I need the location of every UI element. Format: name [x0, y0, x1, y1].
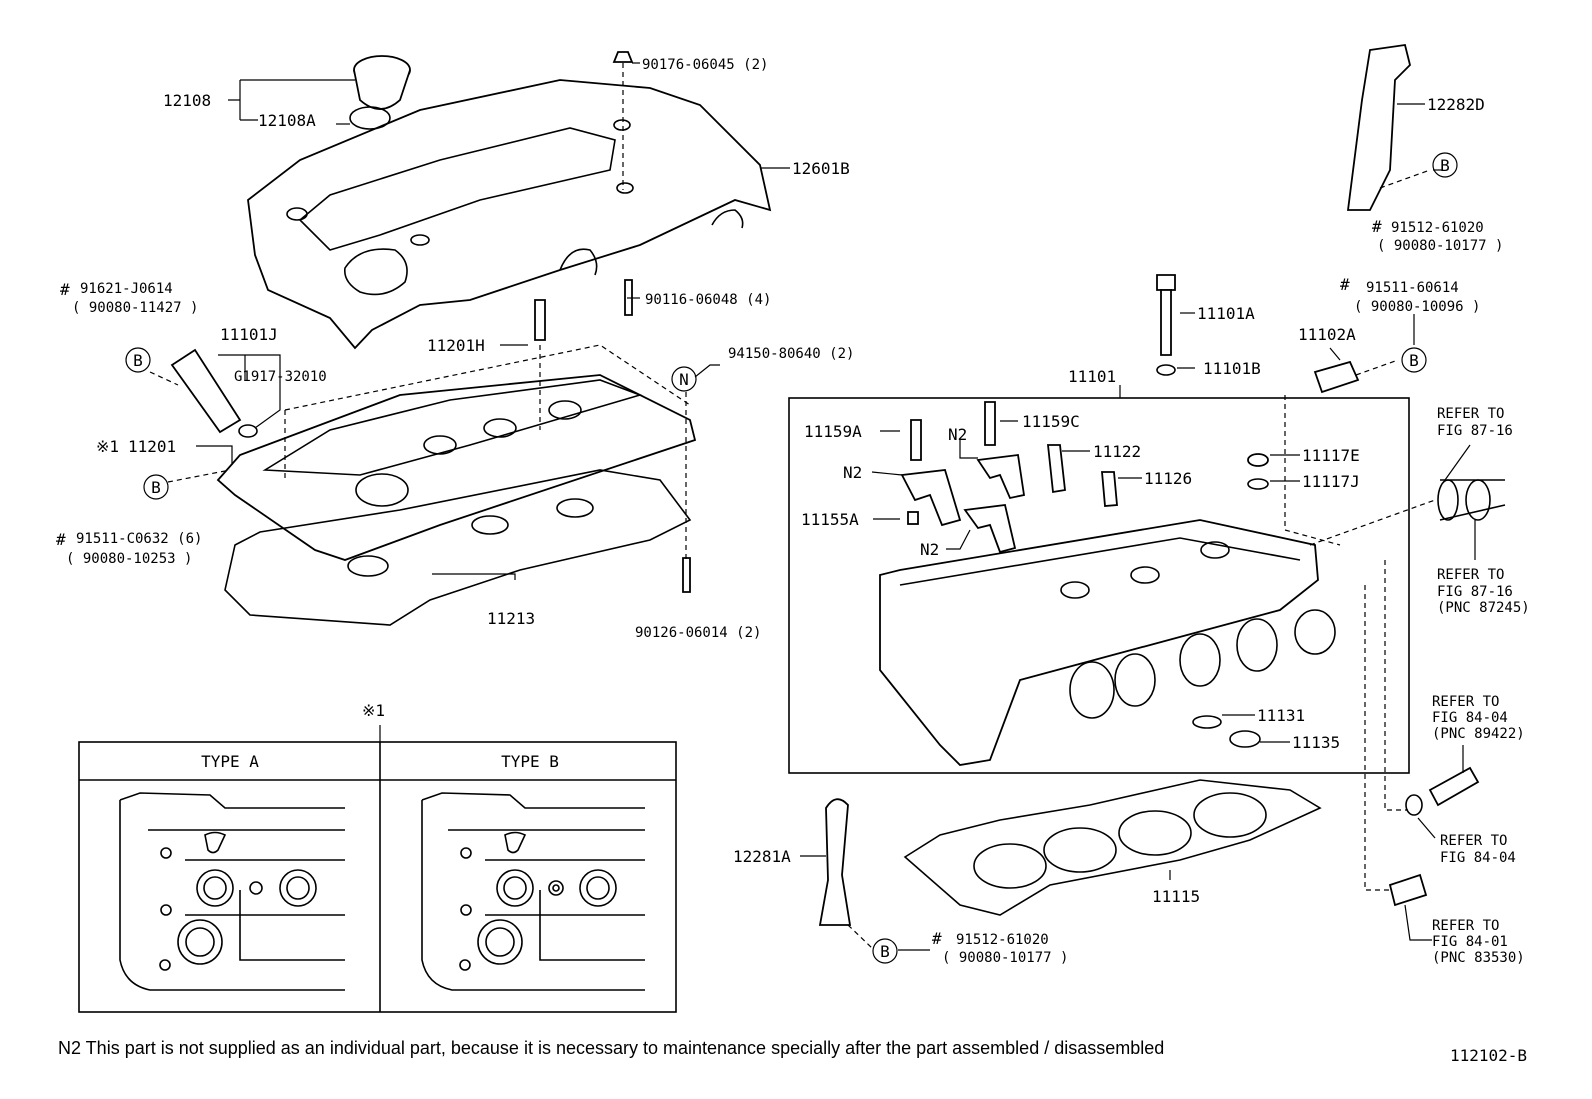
- label-11117e: 11117E: [1302, 446, 1360, 465]
- circled-marker-b-5: B: [872, 938, 898, 964]
- svg-text:B: B: [133, 351, 143, 370]
- svg-text:B: B: [151, 478, 161, 497]
- label-90116-06048: 90116-06048 (4): [645, 292, 771, 308]
- circled-marker-b-4: B: [143, 474, 169, 500]
- type-a-detail-illustration: [119, 792, 345, 991]
- figure-number: 112102-B: [1450, 1046, 1527, 1065]
- label-12108a: 12108A: [258, 111, 316, 130]
- circled-marker-b-2: B: [125, 347, 151, 373]
- circled-marker-b-1: B: [1432, 152, 1458, 178]
- refer-1-line-1: REFER TO: [1437, 406, 1504, 422]
- refer-3-line-2: FIG 84-04: [1432, 710, 1508, 726]
- label-11101a: 11101A: [1197, 304, 1255, 323]
- circled-marker-b-3: B: [1401, 347, 1427, 373]
- cylinder-head-small-parts: [900, 401, 1269, 748]
- label-90126-06014: 90126-06014 (2): [635, 625, 761, 641]
- label-11101: 11101: [1068, 367, 1116, 386]
- label-g1917-32010: G1917-32010: [234, 369, 327, 385]
- refer-1-line-2: FIG 87-16: [1437, 423, 1513, 439]
- refer-2-line-1: REFER TO: [1437, 567, 1504, 583]
- label-11159a: 11159A: [804, 422, 862, 441]
- refer-5-line-2: FIG 84-01: [1432, 934, 1508, 950]
- label-11201: 11201: [128, 437, 176, 456]
- hash-mark: #: [56, 530, 66, 549]
- cylinder-head-illustration: [879, 519, 1336, 766]
- label-11101b: 11101B: [1203, 359, 1261, 378]
- label-n2-3: N2: [920, 540, 939, 559]
- circled-marker-n: N: [671, 366, 697, 392]
- refer-parts-illustration: [1388, 479, 1506, 907]
- oil-control-valve-illustration: [170, 348, 258, 438]
- cam-sensor-illustration: [1313, 360, 1360, 394]
- label-11102a: 11102A: [1298, 325, 1356, 344]
- refer-labels: REFER TO FIG 87-16 REFER TO FIG 87-16 (P…: [1432, 406, 1530, 966]
- hash-mark: #: [1372, 217, 1382, 236]
- bolts-illustration: [534, 51, 1176, 593]
- refer-5-line-1: REFER TO: [1432, 918, 1499, 934]
- label-11101j: 11101J: [220, 325, 278, 344]
- label-11122: 11122: [1093, 442, 1141, 461]
- label-12281a: 12281A: [733, 847, 791, 866]
- refer-2-line-2: FIG 87-16: [1437, 584, 1513, 600]
- label-94150-80640: 94150-80640 (2): [728, 346, 854, 362]
- engine-cover-illustration: [247, 79, 772, 350]
- type-b-header: TYPE B: [501, 752, 559, 771]
- label-note-mark: ※1: [96, 437, 119, 456]
- leader-lines: [149, 62, 1476, 951]
- label-11159c: 11159C: [1022, 412, 1080, 431]
- svg-text:B: B: [880, 942, 890, 961]
- footnote: N2 This part is not supplied as an indiv…: [58, 1038, 1164, 1058]
- type-b-detail-illustration: [421, 792, 645, 991]
- label-n2-2: N2: [843, 463, 862, 482]
- label-90176-06045: 90176-06045 (2): [642, 57, 768, 73]
- oil-filler-cap-illustration: [349, 55, 411, 130]
- refer-4-line-2: FIG 84-04: [1440, 850, 1516, 866]
- svg-text:B: B: [1440, 156, 1450, 175]
- cylinder-head-cover-illustration: [216, 344, 697, 561]
- label-91621-j0614: 91621-J0614: [80, 281, 173, 297]
- svg-text:B: B: [1409, 351, 1419, 370]
- label-12282d: 12282D: [1427, 95, 1485, 114]
- label-90080-11427: ( 90080-11427 ): [72, 300, 198, 316]
- hash-mark: #: [932, 929, 942, 948]
- bracket-12282d-illustration: [1346, 43, 1411, 211]
- label-11135: 11135: [1292, 733, 1340, 752]
- label-91512-61020-top: 91512-61020: [1391, 220, 1484, 236]
- cylinder-head-assembly-box: [788, 397, 1410, 774]
- label-11115: 11115: [1152, 887, 1200, 906]
- refer-5-line-3: (PNC 83530): [1432, 950, 1525, 966]
- label-90080-10177-top: ( 90080-10177 ): [1377, 238, 1503, 254]
- label-n2-1: N2: [948, 425, 967, 444]
- refer-4-line-1: REFER TO: [1440, 833, 1507, 849]
- type-comparison-table: TYPE A TYPE B: [78, 741, 677, 1013]
- label-11155a: 11155A: [801, 510, 859, 529]
- head-cover-gasket-illustration: [224, 469, 692, 626]
- svg-text:N: N: [679, 370, 689, 389]
- bracket-12281a-illustration: [818, 798, 852, 926]
- label-note-mark-table: ※1: [362, 701, 385, 720]
- part-labels: 12108 12108A 90176-06045 (2) 12601B 1228…: [56, 57, 1503, 966]
- refer-3-line-1: REFER TO: [1432, 694, 1499, 710]
- label-12601b: 12601B: [792, 159, 850, 178]
- label-90080-10096: ( 90080-10096 ): [1354, 299, 1480, 315]
- refer-2-line-3: (PNC 87245): [1437, 600, 1530, 616]
- hash-mark: #: [1340, 275, 1350, 294]
- label-91511-c0632: 91511-C0632 (6): [76, 531, 202, 547]
- label-90080-10253: ( 90080-10253 ): [66, 551, 192, 567]
- label-12108: 12108: [163, 91, 211, 110]
- label-11126: 11126: [1144, 469, 1192, 488]
- refer-3-line-3: (PNC 89422): [1432, 726, 1525, 742]
- head-gasket-illustration: [903, 779, 1322, 916]
- type-a-header: TYPE A: [201, 752, 259, 771]
- label-11213: 11213: [487, 609, 535, 628]
- label-11117j: 11117J: [1302, 472, 1360, 491]
- label-91511-60614: 91511-60614: [1366, 280, 1459, 296]
- hash-mark: #: [60, 280, 70, 299]
- label-11131: 11131: [1257, 706, 1305, 725]
- label-91512-61020-bot: 91512-61020: [956, 932, 1049, 948]
- label-90080-10177-bot: ( 90080-10177 ): [942, 950, 1068, 966]
- label-11201h: 11201H: [427, 336, 485, 355]
